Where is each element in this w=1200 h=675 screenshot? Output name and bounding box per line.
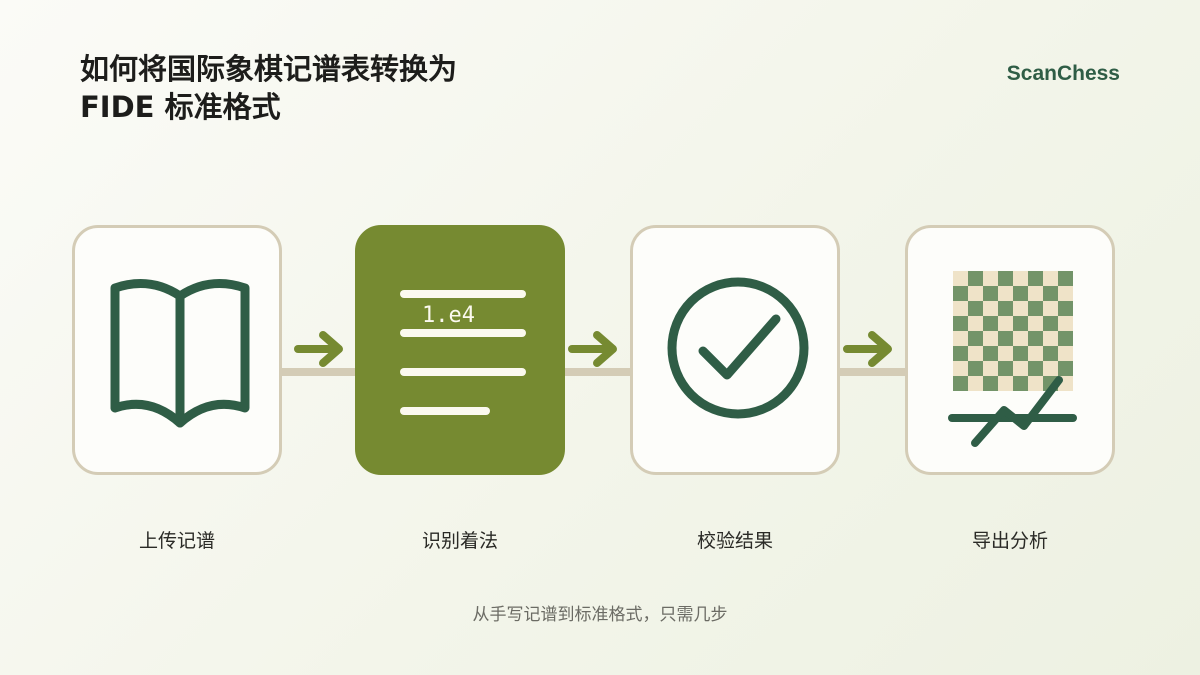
board-square: [998, 316, 1013, 331]
step-label-recognize: 识别着法: [421, 530, 498, 552]
board-square: [998, 286, 1013, 301]
board-square: [1028, 376, 1043, 391]
process-track: [280, 368, 910, 376]
board-square: [968, 316, 983, 331]
open-book-icon: [110, 279, 250, 428]
board-square: [1043, 301, 1058, 316]
board-square: [1043, 361, 1058, 376]
step-label-upload: 上传记谱: [138, 530, 215, 552]
board-square: [983, 286, 998, 301]
board-square: [983, 376, 998, 391]
board-square: [998, 376, 1013, 391]
board-square: [1013, 286, 1028, 301]
board-square: [1028, 331, 1043, 346]
board-square: [953, 331, 968, 346]
board-square: [1058, 361, 1073, 376]
board-square: [1013, 346, 1028, 361]
board-square: [998, 346, 1013, 361]
board-square: [968, 361, 983, 376]
board-square: [1028, 361, 1043, 376]
check-circle-icon: [667, 277, 809, 419]
board-square: [968, 301, 983, 316]
board-square: [953, 346, 968, 361]
score-sheet-icon: [400, 290, 526, 415]
board-square: [1013, 316, 1028, 331]
step-card-upload[interactable]: [72, 225, 282, 475]
board-square: [1013, 376, 1028, 391]
board-square: [1058, 346, 1073, 361]
board-square: [953, 376, 968, 391]
board-square: [983, 331, 998, 346]
board-square: [998, 331, 1013, 346]
board-square: [953, 316, 968, 331]
board-square: [953, 271, 968, 286]
board-square: [983, 316, 998, 331]
chessboard-analysis-icon: [948, 271, 1077, 447]
board-square: [968, 346, 983, 361]
board-square: [983, 301, 998, 316]
board-square: [1013, 271, 1028, 286]
board-square: [968, 286, 983, 301]
board-square: [1043, 331, 1058, 346]
board-square: [1058, 301, 1073, 316]
board-square: [1028, 301, 1043, 316]
board-square: [1043, 286, 1058, 301]
board-square: [1013, 331, 1028, 346]
step-label-export: 导出分析: [971, 530, 1048, 552]
board-square: [968, 376, 983, 391]
board-square: [983, 346, 998, 361]
board-square: [1043, 346, 1058, 361]
board-square: [983, 361, 998, 376]
board-square: [968, 271, 983, 286]
arrow-right-icon: [568, 331, 617, 367]
step-label-verify: 校验结果: [696, 530, 773, 552]
board-square: [983, 271, 998, 286]
board-square: [1013, 361, 1028, 376]
board-square: [1028, 286, 1043, 301]
board-square: [998, 361, 1013, 376]
board-square: [1028, 346, 1043, 361]
footer-tagline: 从手写记谱到标准格式，只需几步: [472, 605, 728, 625]
arrow-right-icon: [843, 331, 892, 367]
board-square: [1043, 316, 1058, 331]
board-square: [998, 301, 1013, 316]
board-square: [1013, 301, 1028, 316]
board-square: [968, 331, 983, 346]
board-square: [1058, 286, 1073, 301]
step-card-export[interactable]: [905, 225, 1115, 475]
brand-logo[interactable]: ScanChess: [1006, 62, 1120, 85]
step-card-recognize[interactable]: 1.e4: [355, 225, 565, 475]
board-square: [1058, 271, 1073, 286]
chessboard-icon: [953, 271, 1073, 391]
board-square: [953, 286, 968, 301]
board-square: [1058, 316, 1073, 331]
arrow-right-icon: [294, 331, 343, 367]
board-square: [1028, 316, 1043, 331]
board-square: [953, 301, 968, 316]
board-square: [998, 271, 1013, 286]
board-square: [953, 361, 968, 376]
board-square: [1043, 271, 1058, 286]
trend-line-icon: [971, 376, 1063, 447]
board-square: [1028, 271, 1043, 286]
step-card-verify[interactable]: [630, 225, 840, 475]
page-title: 如何将国际象棋记谱表转换为 FIDE 标准格式: [80, 52, 458, 124]
notation-text: 1.e4: [420, 303, 477, 328]
board-square: [1058, 331, 1073, 346]
